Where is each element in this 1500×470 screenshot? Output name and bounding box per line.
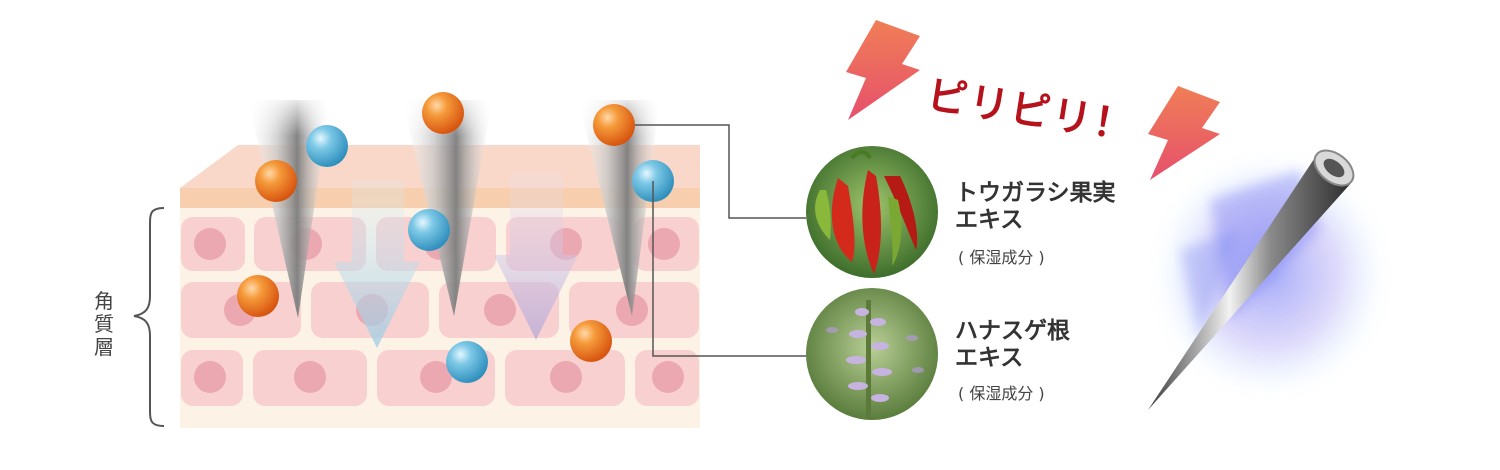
lightning-icon — [846, 20, 920, 120]
nucleus — [194, 361, 226, 393]
blue-ball — [446, 341, 488, 383]
nucleus — [194, 228, 226, 260]
orange-ball — [422, 92, 464, 134]
ingredient-2-name: ハナスゲ根 エキス — [955, 318, 1070, 372]
blue-ball — [306, 125, 348, 167]
chili-pepper-photo — [806, 146, 938, 278]
orange-ball — [237, 275, 279, 317]
nucleus — [652, 361, 684, 393]
label-char: 層 — [92, 336, 116, 359]
nucleus — [294, 361, 326, 393]
nucleus — [550, 361, 582, 393]
ingredient-2-note: ( 保湿成分 ) — [958, 380, 1045, 404]
nucleus — [484, 294, 516, 326]
ingredient-2-name-line2: エキス — [955, 345, 1070, 372]
ingredient-1-note: ( 保湿成分 ) — [958, 244, 1045, 268]
orange-ball — [255, 160, 297, 202]
ingredient-1-name-line2: エキス — [955, 207, 1116, 234]
ingredient-2-name-line1: ハナスゲ根 — [955, 318, 1070, 345]
hanasuge-flower-photo — [806, 288, 938, 420]
blue-ball — [408, 209, 450, 251]
label-char: 角 — [92, 290, 116, 313]
orange-ball — [593, 104, 635, 146]
lightning-icon — [1148, 86, 1220, 180]
label-char: 質 — [92, 313, 116, 336]
needle-icon — [1148, 143, 1385, 410]
brace-icon — [134, 208, 164, 426]
ingredient-1-name-line1: トウガラシ果実 — [955, 180, 1116, 207]
orange-ball — [570, 320, 612, 362]
ingredient-1-name: トウガラシ果実 エキス — [955, 180, 1116, 234]
stratum-corneum-label: 角 質 層 — [92, 290, 116, 359]
